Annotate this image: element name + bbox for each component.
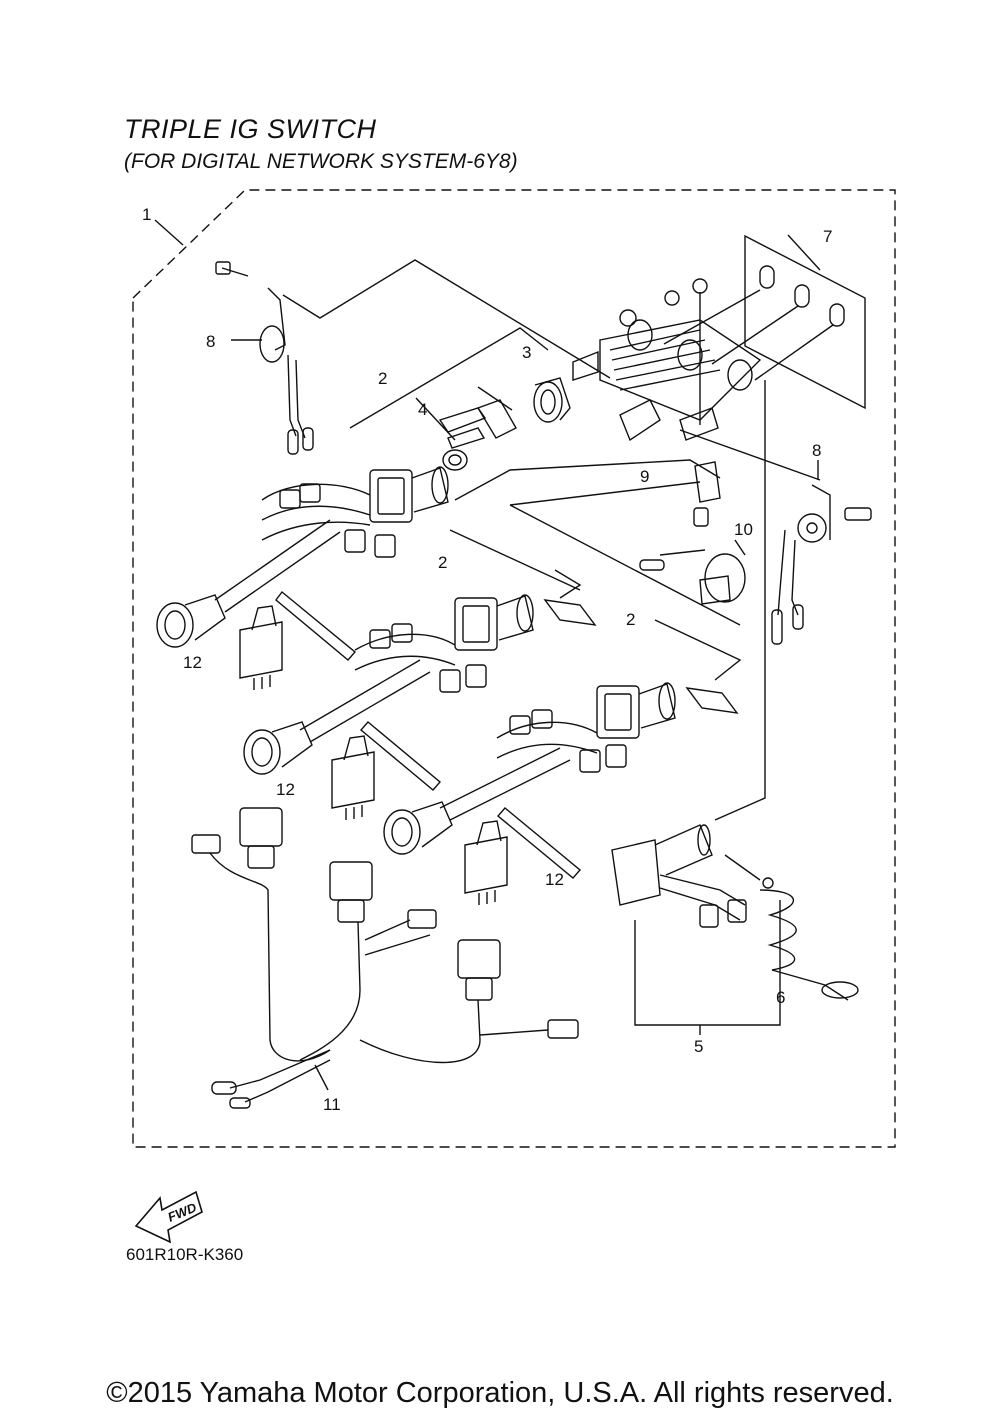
engine-stop-switch — [611, 824, 859, 1001]
callout-7: 7 — [823, 227, 832, 246]
key-and-cap — [438, 377, 571, 471]
part-code: 601R10R-K360 — [126, 1245, 244, 1264]
callout-8-left: 8 — [206, 332, 215, 351]
diagram-subtitle: (FOR DIGITAL NETWORK SYSTEM-6Y8) — [124, 150, 518, 173]
plug-clip-left — [215, 261, 314, 455]
fwd-arrow-icon: FWD — [134, 1190, 203, 1244]
callout-12-mid: 12 — [276, 780, 295, 799]
mounting-plate — [744, 234, 866, 410]
callout-5: 5 — [694, 1037, 703, 1056]
assembly-boundary — [132, 189, 896, 1148]
relay-3 — [464, 807, 582, 905]
small-bracket — [693, 461, 721, 527]
callout-11: 11 — [323, 1095, 341, 1114]
callout-2-right: 2 — [626, 610, 635, 629]
callout-12-top: 12 — [183, 653, 202, 672]
switch-assembly-2 — [243, 594, 597, 775]
callout-3: 3 — [522, 343, 531, 362]
callout-4: 4 — [418, 400, 427, 419]
callout-12-bottom: 12 — [545, 870, 564, 889]
switch-assembly-3 — [383, 682, 739, 855]
switch-assembly-1 — [156, 466, 449, 648]
switch-bracket — [572, 278, 834, 442]
diagram-title: TRIPLE IG SWITCH — [124, 114, 377, 144]
relay-2 — [331, 721, 441, 820]
callout-9: 9 — [640, 467, 649, 486]
callout-6: 6 — [776, 988, 785, 1007]
leader-lines — [282, 259, 821, 1035]
callout-2-top: 2 — [378, 369, 387, 388]
callout-10: 10 — [734, 520, 753, 539]
switch-cap — [639, 539, 746, 605]
callout-1: 1 — [142, 205, 151, 224]
plug-clip-right — [771, 460, 872, 645]
wiring-harness — [191, 807, 579, 1109]
copyright-notice: ©2015 Yamaha Motor Corporation, U.S.A. A… — [106, 1377, 894, 1409]
callout-2-mid: 2 — [438, 553, 447, 572]
callout-8-right: 8 — [812, 441, 821, 460]
relay-1 — [239, 590, 357, 690]
